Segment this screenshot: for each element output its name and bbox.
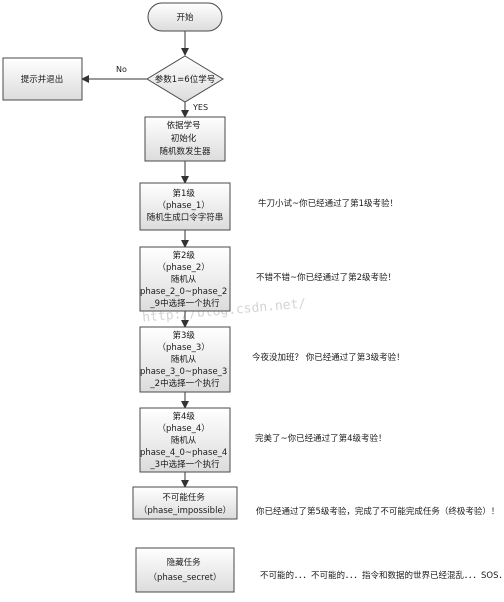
phase2-line-4: phase_2_0~phase_2	[140, 287, 227, 297]
phase2-line-1: 第2级	[172, 250, 195, 261]
phase3-line-1: 第3级	[172, 330, 195, 341]
start-label: 开始	[176, 12, 194, 23]
edge-label-yes: YES	[192, 103, 208, 112]
decision-node: 参数1=6位学号	[146, 55, 224, 103]
secret-node: 隐藏任务 （phase_secret）	[135, 547, 235, 593]
decision-label: 参数1=6位学号	[155, 74, 215, 85]
phase4-line-5: _3中选择一个执行	[149, 459, 220, 470]
phase2-line-5: _9中选择一个执行	[149, 298, 220, 309]
secret-line-1: 隐藏任务	[167, 557, 202, 568]
phase4-line-3: 随机从	[171, 435, 197, 446]
svg-text:不可能任务 （phase_impossible）: 不可能任务 （phase_impossible）	[139, 492, 231, 516]
phase4-line-1: 第4级	[172, 411, 195, 422]
init-line-3: 随机数发生器	[159, 146, 211, 157]
connectors	[81, 31, 189, 488]
exit-node: 提示并退出	[2, 57, 83, 101]
edge-label-no: No	[116, 65, 127, 74]
phase1-line-1: 第1级	[172, 188, 195, 199]
secret-note: 不可能的．．．不可能的．．．指令和数据的世界已经混乱．．．SOS．．．	[260, 570, 504, 581]
impossible-line-2: （phase_impossible）	[139, 505, 231, 516]
phase2-node: 第2级 （phase_2） 随机从 phase_2_0~phase_2 _9中选…	[139, 246, 231, 312]
svg-text:隐藏任务 （phase_secret）: 隐藏任务 （phase_secret）	[148, 557, 221, 583]
phase3-node: 第3级 （phase_3） 随机从 phase_3_0~phase_3 _2中选…	[139, 326, 231, 393]
phase1-line-2: （phase_1）	[157, 200, 209, 211]
phase4-node: 第4级 （phase_4） 随机从 phase_4_0~phase_4 _3中选…	[139, 407, 231, 473]
svg-text:第3级 （phase_3） 随机从: 第3级 （phase_3） 随机从 phase_3_0~phase_3 _2中选…	[140, 330, 230, 389]
phase4-line-4: phase_4_0~phase_4	[140, 448, 227, 458]
phase2-note: 不错不错~你已经通过了第2级考验！	[256, 272, 396, 283]
impossible-note: 你已经通过了第5级考验，完成了不可能完成任务（终极考验）！	[256, 506, 499, 517]
svg-text:第4级 （phase_4） 随机从: 第4级 （phase_4） 随机从 phase_4_0~phase_4 _3中选…	[140, 411, 230, 470]
phase3-line-2: （phase_3）	[157, 342, 209, 353]
svg-text:第2级 （phase_2） 随机从: 第2级 （phase_2） 随机从 phase_2_0~phase_2 _9中选…	[140, 250, 230, 309]
init-line-2: 初始化	[171, 133, 197, 144]
phase4-line-2: （phase_4）	[157, 423, 209, 434]
phase2-line-2: （phase_2）	[157, 262, 209, 273]
phase4-note: 完美了~你已经通过了第4级考验！	[255, 433, 387, 444]
start-node: 开始	[147, 2, 223, 32]
phase1-note: 牛刀小试~你已经通过了第1级考验！	[258, 198, 398, 209]
phase3-line-3: 随机从	[171, 354, 197, 365]
phase2-line-3: 随机从	[171, 274, 197, 285]
phase1-node: 第1级 （phase_1） 随机生成口令字符串	[139, 182, 231, 231]
phase3-note: 今夜没加班？ 你已经通过了第3级考验！	[252, 352, 405, 363]
exit-label: 提示并退出	[21, 74, 64, 85]
impossible-line-1: 不可能任务	[162, 492, 205, 503]
secret-line-2: （phase_secret）	[148, 572, 221, 583]
init-line-1: 依据学号	[167, 120, 201, 131]
svg-text:第1级 （phase_1） 随机生成: 第1级 （phase_1） 随机生成口令字符串	[147, 188, 224, 223]
svg-text:依据学号 初始化 随机数发生器: 依据学号 初始化 随机数发生器	[159, 120, 211, 157]
phase1-line-3: 随机生成口令字符串	[147, 212, 224, 223]
phase3-line-4: phase_3_0~phase_3	[140, 367, 227, 377]
init-node: 依据学号 初始化 随机数发生器	[144, 116, 226, 162]
phase3-line-5: _2中选择一个执行	[149, 378, 220, 389]
impossible-node: 不可能任务 （phase_impossible）	[132, 486, 238, 520]
